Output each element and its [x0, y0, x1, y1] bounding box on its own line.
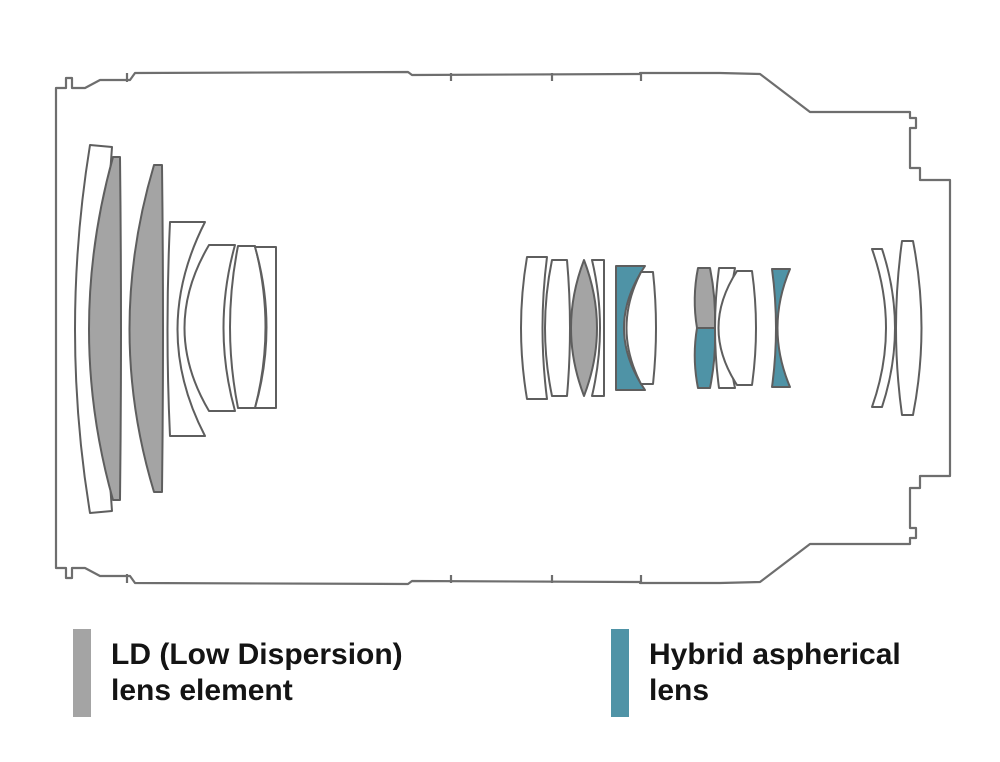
lens-element-middle-1 — [520, 256, 548, 400]
hybrid-legend-line2: lens — [649, 674, 710, 707]
hybrid-aspherical-lens-2 — [693, 327, 717, 389]
lens-element-front-7 — [254, 246, 277, 409]
hybrid-legend-label: Hybrid aspherical lens — [649, 637, 901, 709]
ld-color-swatch — [73, 629, 91, 717]
ld-lens-element-1 — [88, 156, 122, 501]
lens-element-front-5 — [183, 244, 236, 412]
hybrid-color-swatch — [611, 629, 629, 717]
lens-barrel-outline — [54, 70, 952, 586]
ld-legend-label: LD (Low Dispersion) lens element — [111, 637, 403, 709]
ld-lens-element-4 — [693, 267, 717, 329]
lens-element-middle-4 — [591, 259, 605, 397]
lens-element-rear-6 — [895, 240, 923, 416]
legend-hybrid-item: Hybrid aspherical lens — [611, 629, 901, 717]
lens-element-front-4 — [166, 221, 206, 437]
lens-construction-diagram — [54, 70, 952, 586]
lens-element-rear-5 — [871, 248, 896, 408]
ld-lens-element-3 — [570, 259, 598, 397]
lens-element-rear-3 — [717, 270, 757, 386]
lens-element-middle-2 — [544, 259, 571, 397]
ld-legend-line1: LD (Low Dispersion) — [111, 638, 403, 671]
ld-lens-element-2 — [128, 164, 164, 493]
hybrid-legend-line1: Hybrid aspherical — [649, 638, 901, 671]
legend-ld-item: LD (Low Dispersion) lens element — [73, 629, 403, 717]
hybrid-aspherical-lens-3 — [771, 268, 791, 388]
ld-legend-line2: lens element — [111, 674, 293, 707]
lens-element-middle-6 — [625, 271, 657, 385]
